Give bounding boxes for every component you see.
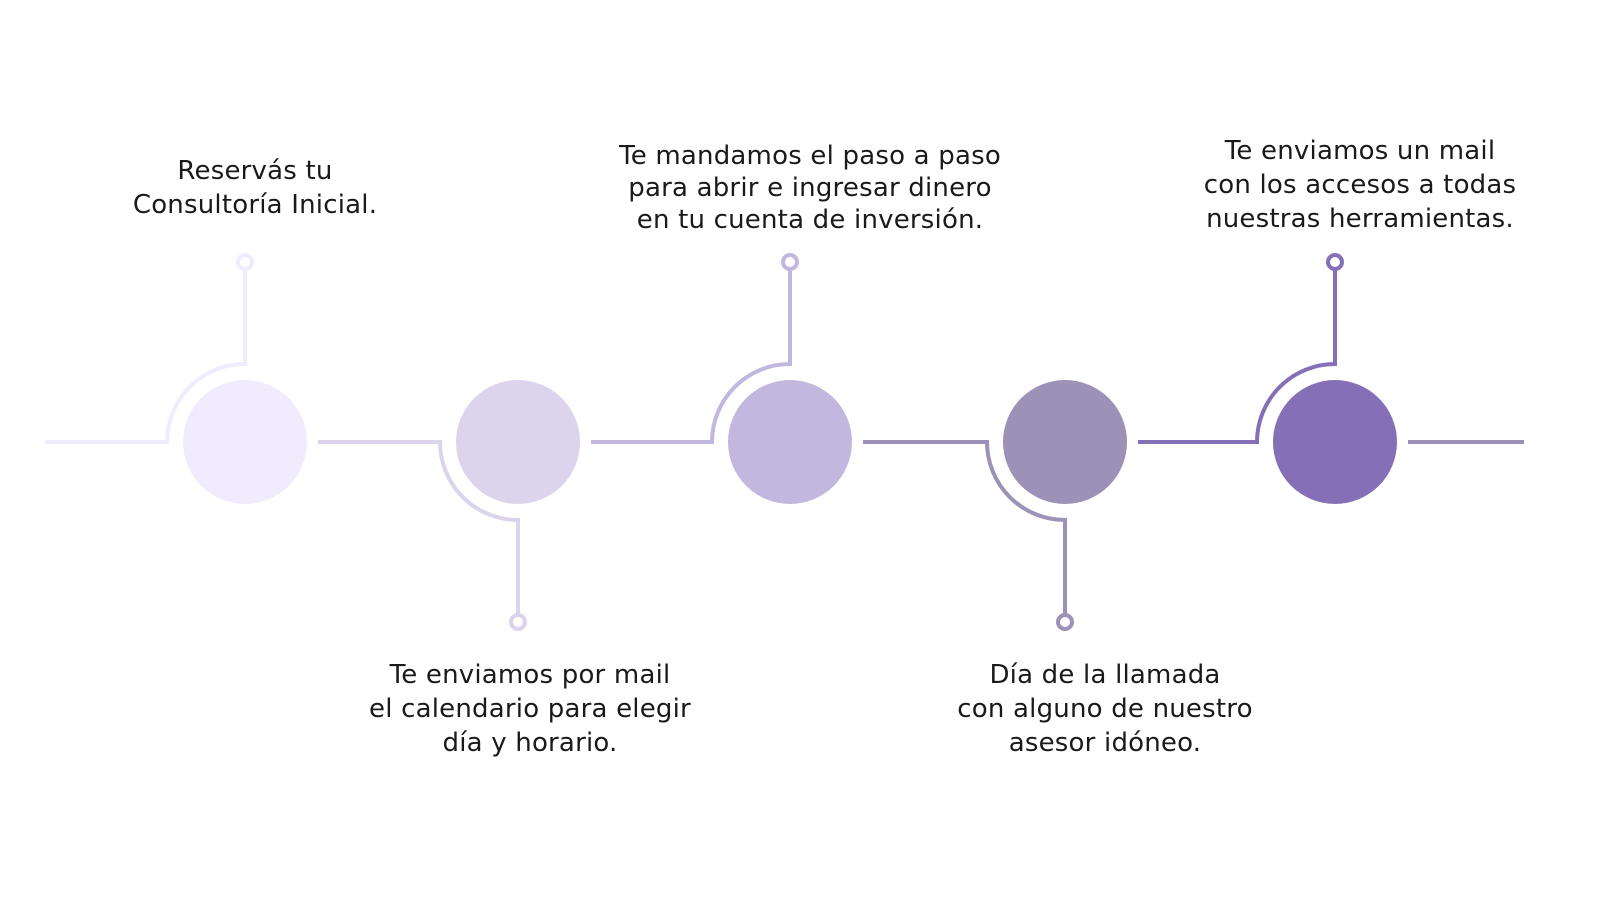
step-3-line-3: en tu cuenta de inversión. bbox=[636, 205, 984, 235]
step-2-line-3: día y horario. bbox=[442, 728, 618, 758]
step-5-node bbox=[1273, 380, 1397, 504]
timeline-connectors bbox=[45, 253, 1524, 631]
step-3-connector bbox=[591, 269, 792, 444]
step-5-line-3: nuestras herramientas. bbox=[1206, 204, 1514, 234]
step-1-connector bbox=[45, 269, 247, 444]
step-5-marker bbox=[1326, 253, 1344, 271]
step-3-line-2: para abrir e ingresar dinero bbox=[628, 173, 992, 203]
step-5-line-2: con los accesos a todas bbox=[1203, 170, 1517, 200]
step-1-line-2: Consultoría Inicial. bbox=[132, 190, 378, 220]
step-3-line-1: Te mandamos el paso a paso bbox=[619, 141, 1001, 171]
step-4-line-1: Día de la llamada bbox=[989, 660, 1221, 690]
step-1-line-1: Reservás tu bbox=[177, 156, 333, 186]
step-2-connector bbox=[318, 440, 520, 629]
step-1-text: Reservás tu Consultoría Inicial. bbox=[25, 154, 485, 222]
step-4-line-3: asesor idóneo. bbox=[1008, 728, 1202, 758]
step-2-text: Te enviamos por mail el calendario para … bbox=[300, 658, 760, 760]
step-1-node bbox=[183, 380, 307, 504]
step-2-line-1: Te enviamos por mail bbox=[389, 660, 671, 690]
step-4-node bbox=[1003, 380, 1127, 504]
step-1-marker bbox=[236, 253, 254, 271]
step-5-line-1: Te enviamos un mail bbox=[1224, 136, 1496, 166]
step-3-node bbox=[728, 380, 852, 504]
step-5-connector bbox=[1138, 269, 1337, 444]
step-2-marker bbox=[509, 613, 527, 631]
timeline-nodes bbox=[183, 380, 1397, 504]
step-2-line-2: el calendario para elegir bbox=[369, 694, 691, 724]
step-4-line-2: con alguno de nuestro bbox=[957, 694, 1253, 724]
step-4-connector bbox=[863, 440, 1067, 629]
step-4-marker bbox=[1056, 613, 1074, 631]
step-2-node bbox=[456, 380, 580, 504]
step-4-text: Día de la llamada con alguno de nuestro … bbox=[875, 658, 1335, 760]
step-3-text: Te mandamos el paso a paso para abrir e … bbox=[580, 140, 1040, 236]
step-5-text: Te enviamos un mail con los accesos a to… bbox=[1130, 134, 1590, 236]
step-3-marker bbox=[781, 253, 799, 271]
